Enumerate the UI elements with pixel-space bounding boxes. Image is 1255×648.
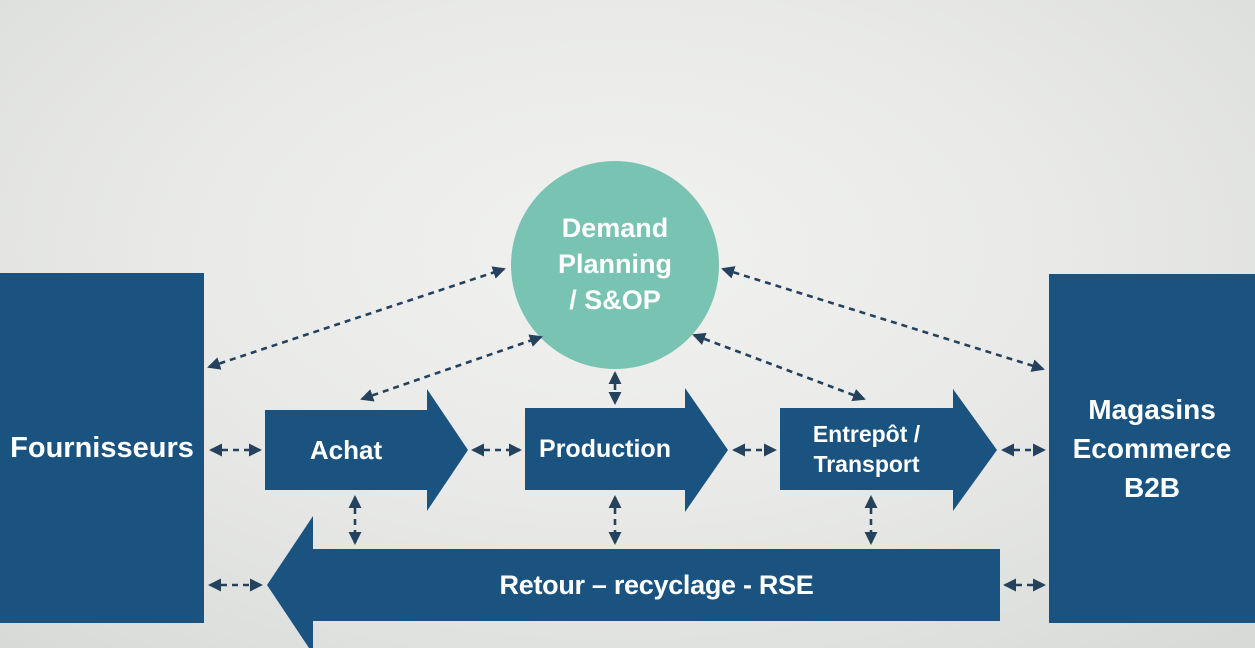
link-entrepot-demand xyxy=(692,332,866,402)
magasins-box xyxy=(1049,274,1255,623)
link-magasins-demand xyxy=(721,266,1045,372)
achat-arrow-shape xyxy=(265,389,468,511)
production-arrow-shape xyxy=(525,388,728,512)
demand-planning-circle xyxy=(511,161,719,369)
retour-arrow-shape xyxy=(267,516,1000,648)
fournisseurs-box xyxy=(0,273,204,623)
link-fournisseurs-demand xyxy=(207,266,506,370)
entrepot-transport-arrow-shape xyxy=(780,389,997,511)
link-achat-demand xyxy=(360,334,543,402)
